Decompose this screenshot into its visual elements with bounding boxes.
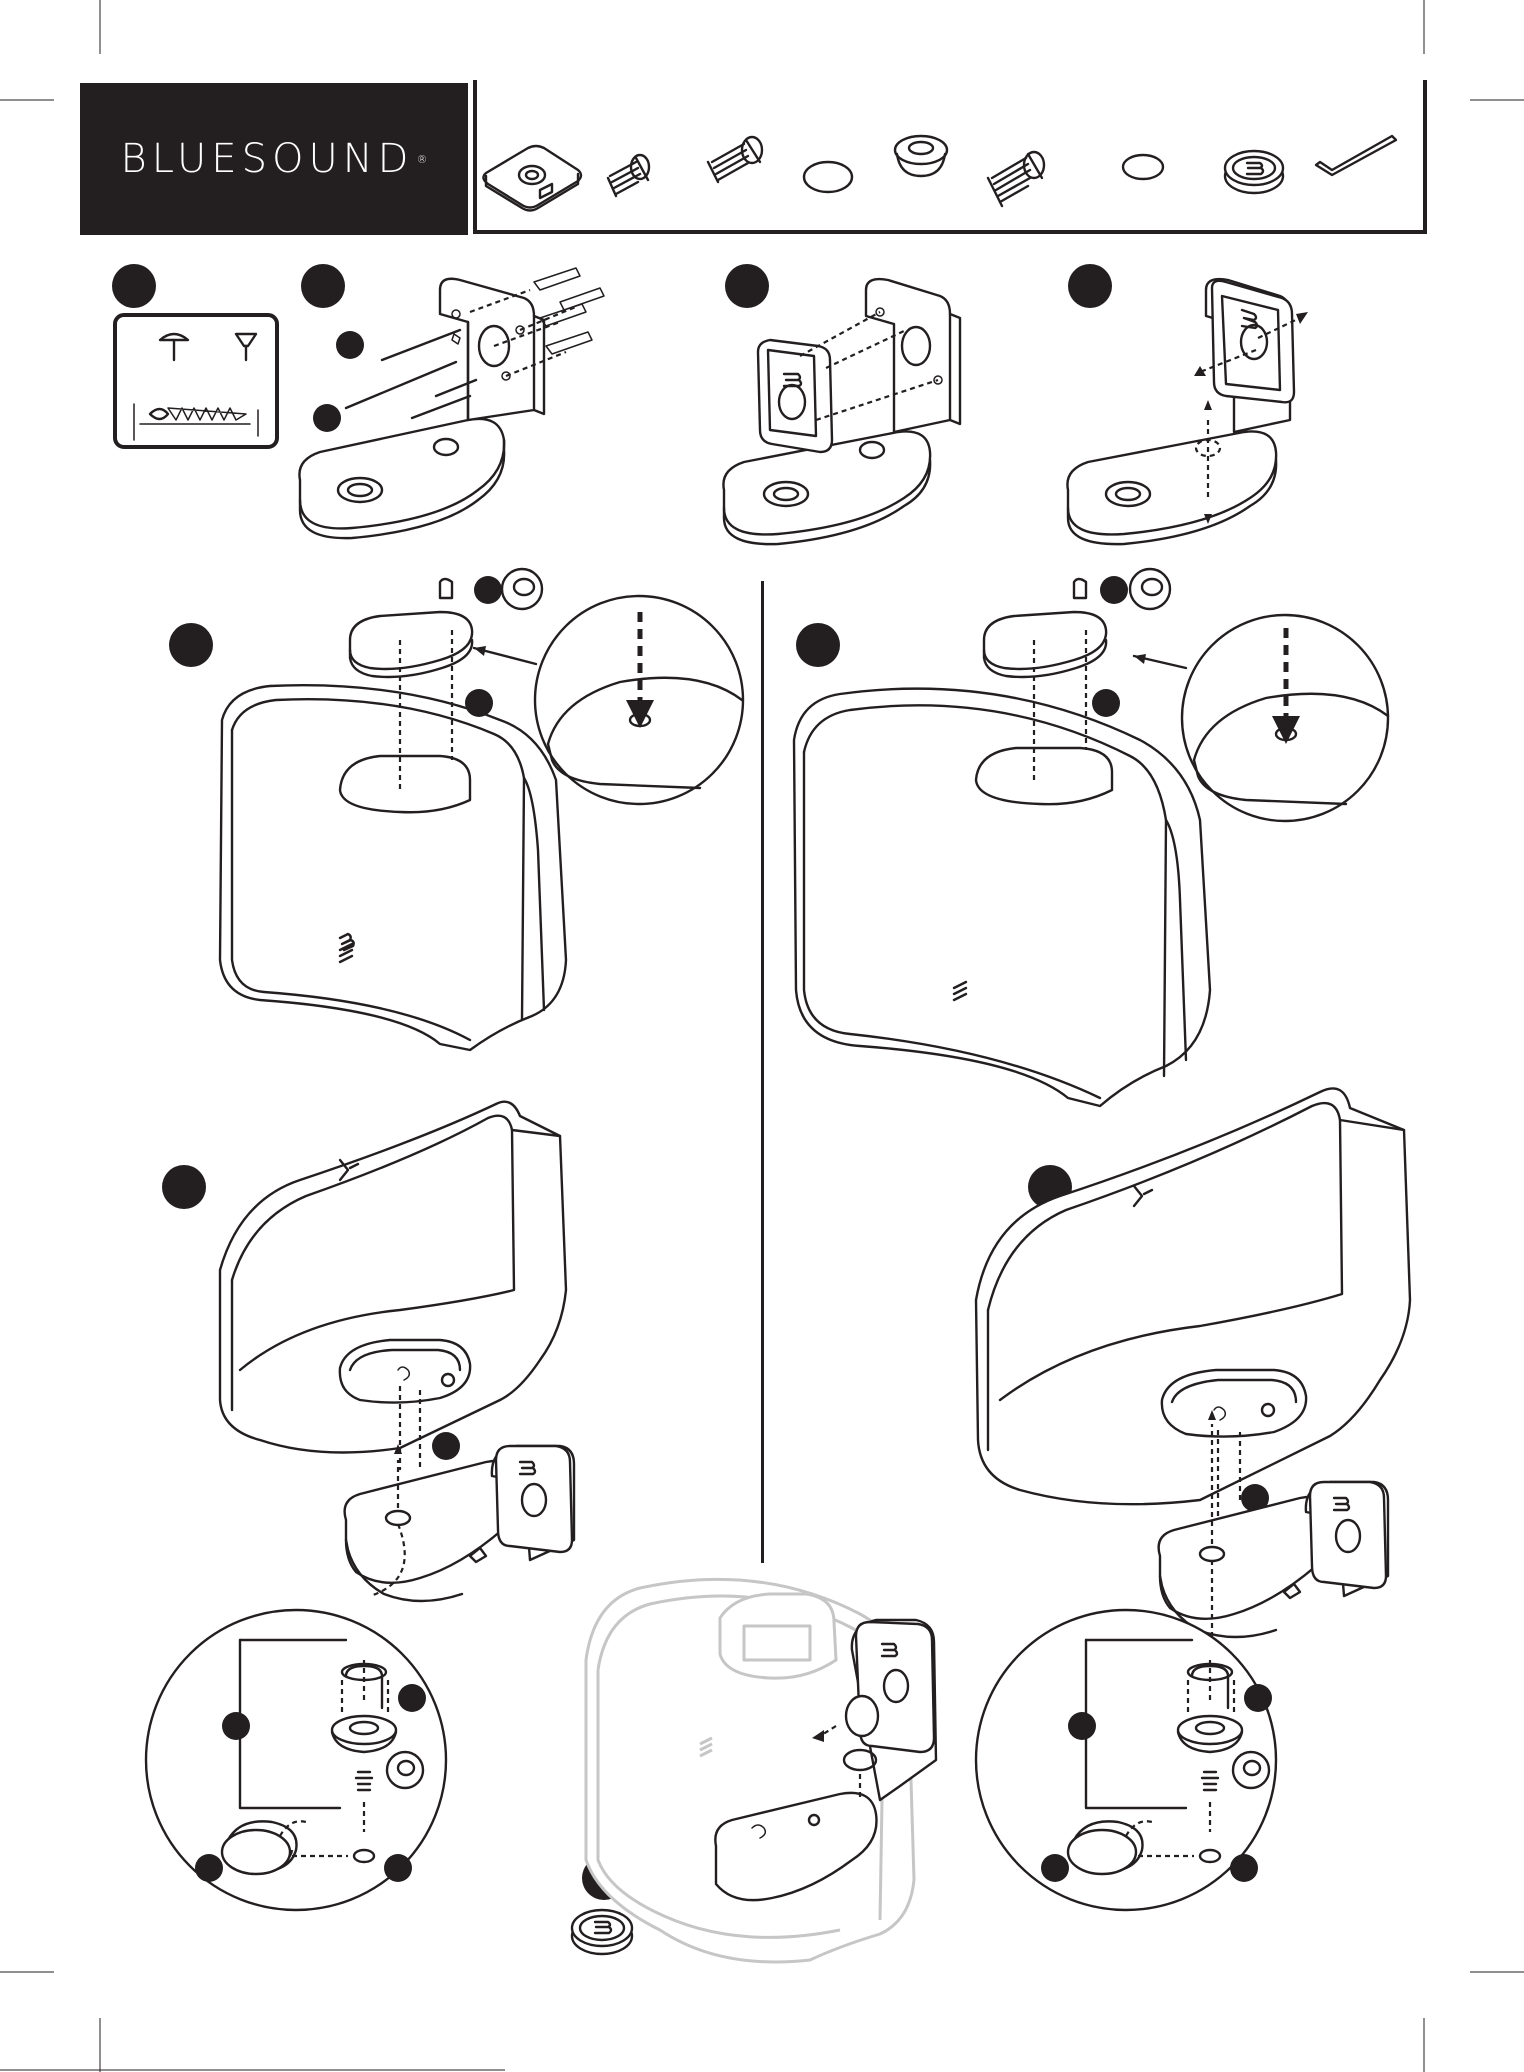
step-6-detail-callout [146,1610,446,1910]
grommet-icon [895,136,947,176]
logo-cap-final-icon [572,1910,632,1954]
o-ring-icon [804,162,852,192]
speaker-underside-right [976,1088,1410,1530]
step-3-marker [725,264,769,308]
hex-key-icon [1316,136,1396,175]
small-ring-icon [1123,155,1163,179]
bracket-pad-arrows [1067,279,1308,544]
wall-bracket-with-anchors [299,268,604,538]
step-2-marker [301,264,345,308]
bracket-floor-left [345,1444,574,1601]
long-screw-icon [708,137,762,182]
step-4-marker [1068,264,1112,308]
step-6b-detail-callout [976,1610,1276,1910]
speaker-front-with-plate [220,569,566,1050]
bracket-with-pad [723,279,960,544]
bolt-icon [988,152,1044,206]
fastener-guide [115,315,277,447]
rubber-pad-icon [483,146,581,211]
logo-cap-icon [1225,151,1283,193]
step-5b-marker [796,623,840,667]
step-5-marker [169,623,213,667]
step-1-marker [112,264,156,308]
speaker-front-with-plate-alt [794,569,1210,1106]
speaker-mounted-ghost [586,1579,936,1962]
short-screw-icon [608,155,649,196]
speaker-underside-left [220,1102,566,1470]
step-6-marker [162,1165,206,1209]
